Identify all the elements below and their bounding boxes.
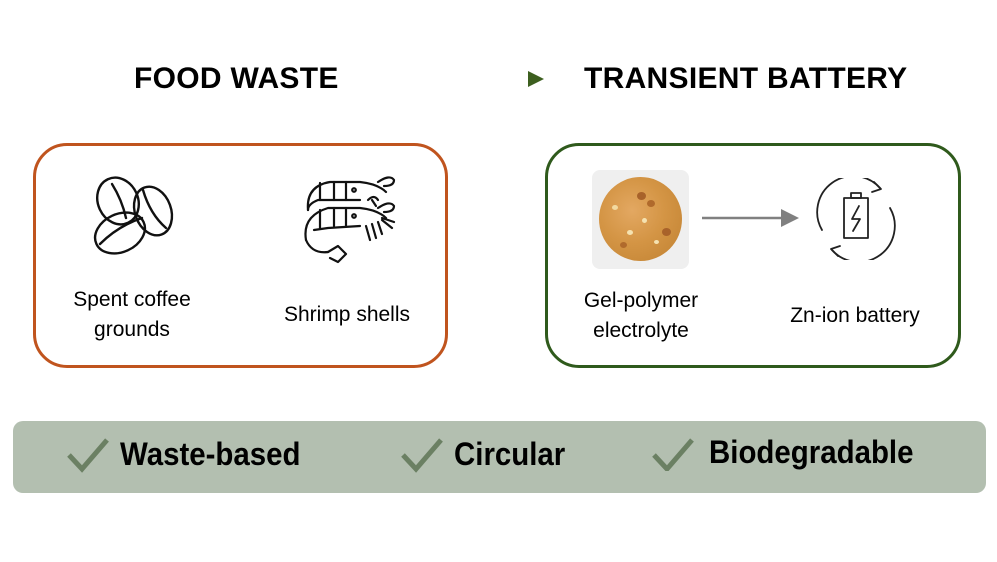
shrimp-shells-label: Shrimp shells [262, 300, 432, 330]
check-icon [67, 437, 109, 473]
gel-electrolyte-label: Gel-polymer electrolyte [561, 286, 721, 346]
label-line: grounds [94, 318, 170, 341]
label-line: Spent coffee [73, 288, 191, 311]
feature-biodegradable: Biodegradable [651, 434, 931, 471]
feature-waste-based: Waste-based [66, 436, 316, 473]
features-band [13, 421, 986, 493]
gel-electrolyte-photo [592, 170, 689, 269]
label-line: Zn-ion battery [790, 304, 920, 327]
feature-label: Waste-based [120, 436, 301, 472]
shrimp-icon [304, 176, 396, 264]
label-line: Shrimp shells [283, 303, 411, 326]
gradient-right-arrow-icon [388, 71, 544, 87]
feature-circular: Circular [400, 436, 575, 473]
label-line: electrolyte [593, 319, 689, 342]
transient-battery-title: TRANSIENT BATTERY [584, 62, 908, 95]
coffee-beans-icon [93, 176, 174, 255]
gray-right-arrow-icon [702, 209, 799, 227]
feature-label: Circular [454, 436, 566, 472]
label-line: Gel-polymer [583, 289, 699, 312]
check-icon [652, 437, 694, 471]
food-waste-title: FOOD WASTE [134, 62, 339, 95]
check-icon [401, 437, 443, 473]
recycle-battery-icon [816, 178, 896, 260]
feature-label: Biodegradable [709, 434, 914, 470]
zn-ion-battery-label: Zn-ion battery [770, 301, 940, 331]
coffee-grounds-label: Spent coffee grounds [52, 285, 212, 345]
